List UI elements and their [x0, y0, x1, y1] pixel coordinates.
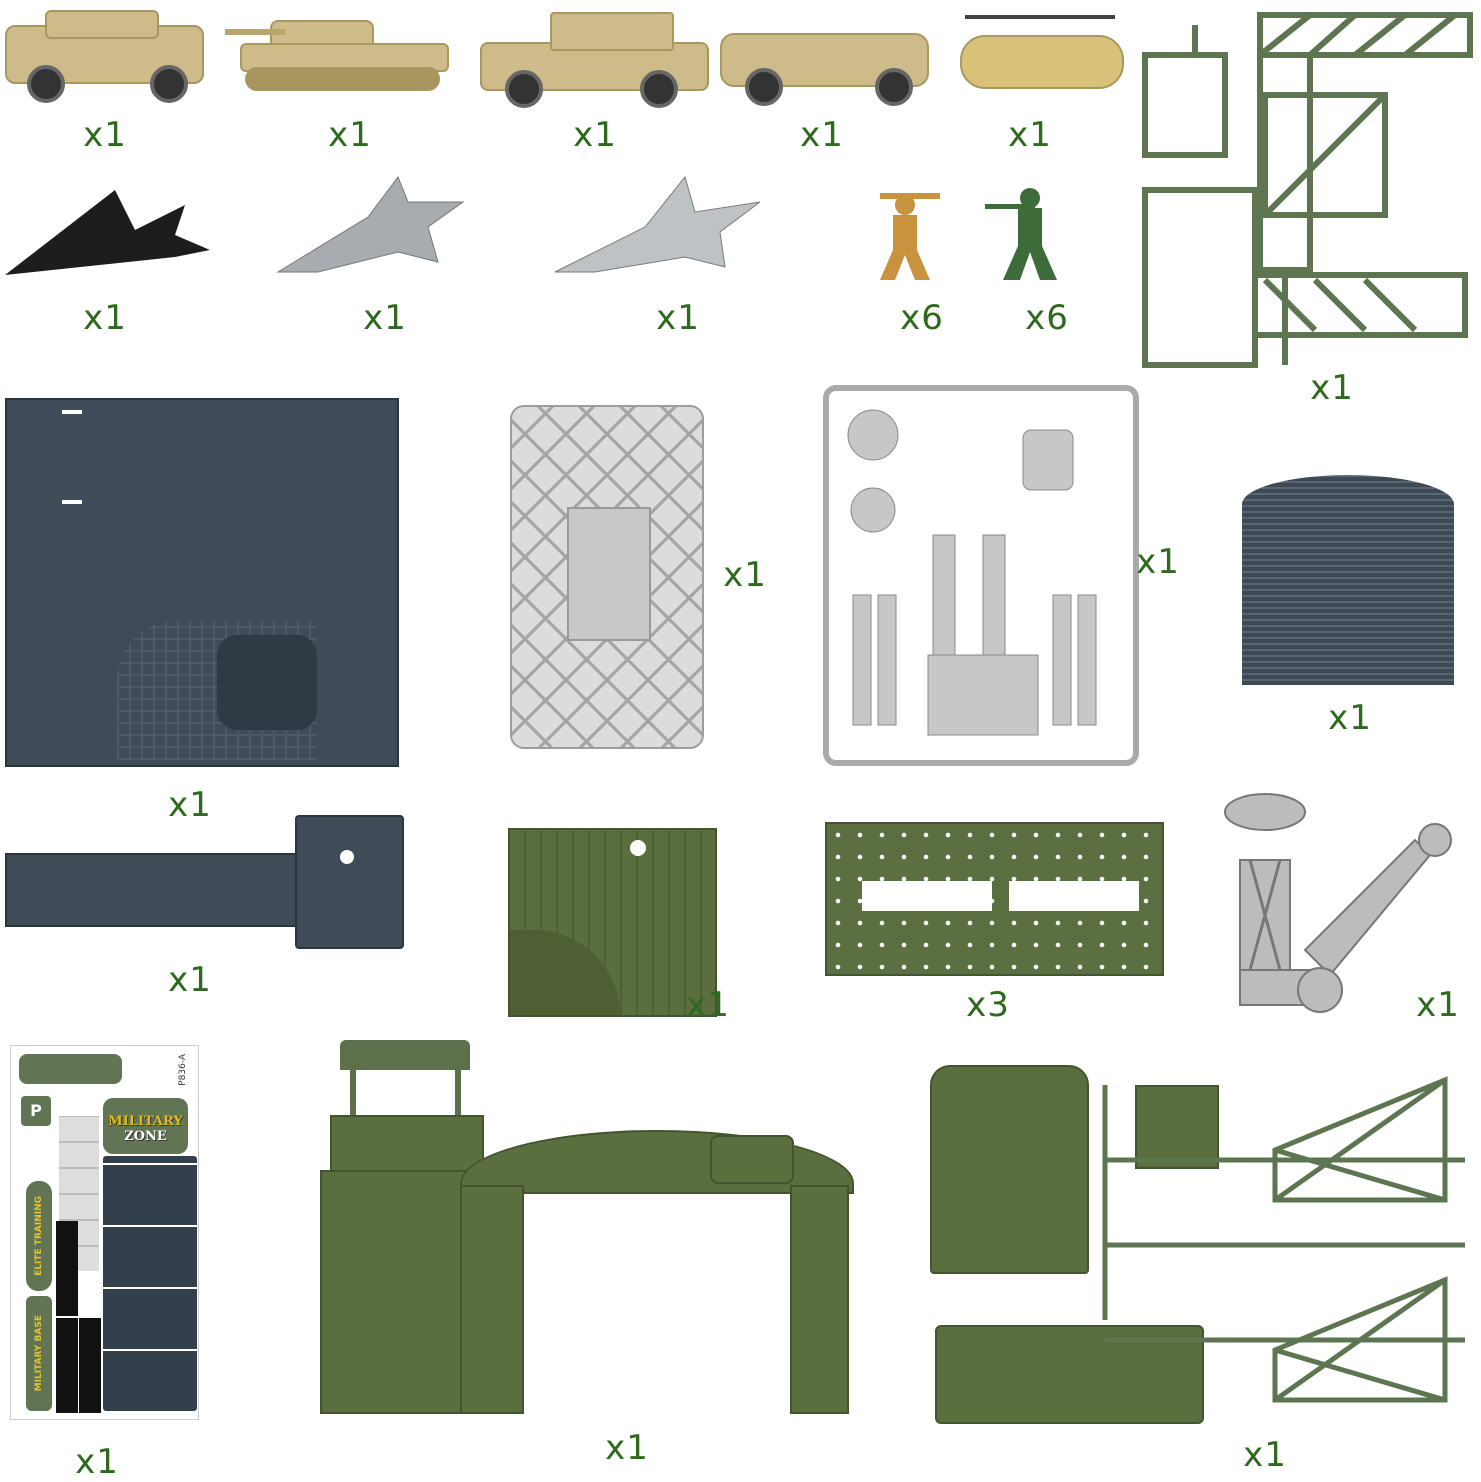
qty-curved-ramp: x1 — [1328, 698, 1372, 738]
fighter-jet-camo — [276, 175, 465, 273]
qty-fighter-jet-grey: x1 — [656, 298, 700, 338]
qty-tower-sprue: x1 — [1243, 1435, 1287, 1475]
qty-stealth-bomber: x1 — [83, 298, 127, 338]
curved-ramp — [1242, 475, 1454, 685]
qty-jeep: x1 — [573, 115, 617, 155]
qty-tan-soldiers: x6 — [900, 298, 944, 338]
bunker-piece — [508, 828, 717, 1017]
sticker-sheet: P836-A P MILITARY ZONE ELITE TRAINING MI… — [10, 1045, 199, 1420]
parking-sticker: P — [21, 1096, 51, 1126]
qty-platform: x3 — [966, 985, 1010, 1025]
qty-fighter-jet-camo: x1 — [363, 298, 407, 338]
parking-lot-sticker — [103, 1156, 197, 1411]
qty-bunker: x1 — [686, 985, 730, 1025]
military-zone-logo: MILITARY ZONE — [103, 1098, 188, 1154]
qty-tank: x1 — [328, 115, 372, 155]
qty-silver-gate: x1 — [723, 555, 767, 595]
qty-base-wall: x1 — [168, 960, 212, 1000]
green-platform — [825, 822, 1164, 976]
qty-watchtower-gate: x1 — [605, 1428, 649, 1468]
qty-green-soldiers: x6 — [1025, 298, 1069, 338]
military-base-sticker: MILITARY BASE — [26, 1296, 52, 1411]
silver-gate-panel — [510, 405, 704, 749]
tank — [225, 15, 450, 95]
radar-crane — [1224, 793, 1452, 1013]
qty-base-floor: x1 — [168, 785, 212, 825]
green-tower-sprue — [925, 1060, 1480, 1425]
silver-weapons-sprue — [823, 385, 1139, 766]
armored-truck — [5, 10, 205, 103]
watchtower-gate — [300, 1035, 860, 1415]
base-floor — [5, 398, 399, 767]
qty-armored-car: x1 — [800, 115, 844, 155]
qty-sticker-sheet: x1 — [75, 1442, 119, 1482]
qty-helicopter: x1 — [1008, 115, 1052, 155]
stealth-bomber — [5, 190, 210, 275]
green-frame-sprue — [1142, 12, 1473, 368]
base-wall — [5, 815, 405, 950]
tan-soldier — [880, 193, 940, 280]
star-sticker — [19, 1054, 122, 1084]
qty-armored-truck: x1 — [83, 115, 127, 155]
qty-radar-crane: x1 — [1416, 985, 1460, 1025]
green-soldier — [985, 188, 1057, 280]
jeep — [480, 12, 710, 108]
sticker-code: P836-A — [178, 1054, 188, 1086]
elite-training-sticker: ELITE TRAINING — [26, 1181, 52, 1291]
qty-weapons-sprue: x1 — [1136, 542, 1180, 582]
chinook-helicopter — [955, 10, 1125, 95]
qty-green-frame: x1 — [1310, 368, 1354, 408]
armored-car — [720, 18, 930, 106]
fighter-jet-grey — [554, 175, 761, 273]
